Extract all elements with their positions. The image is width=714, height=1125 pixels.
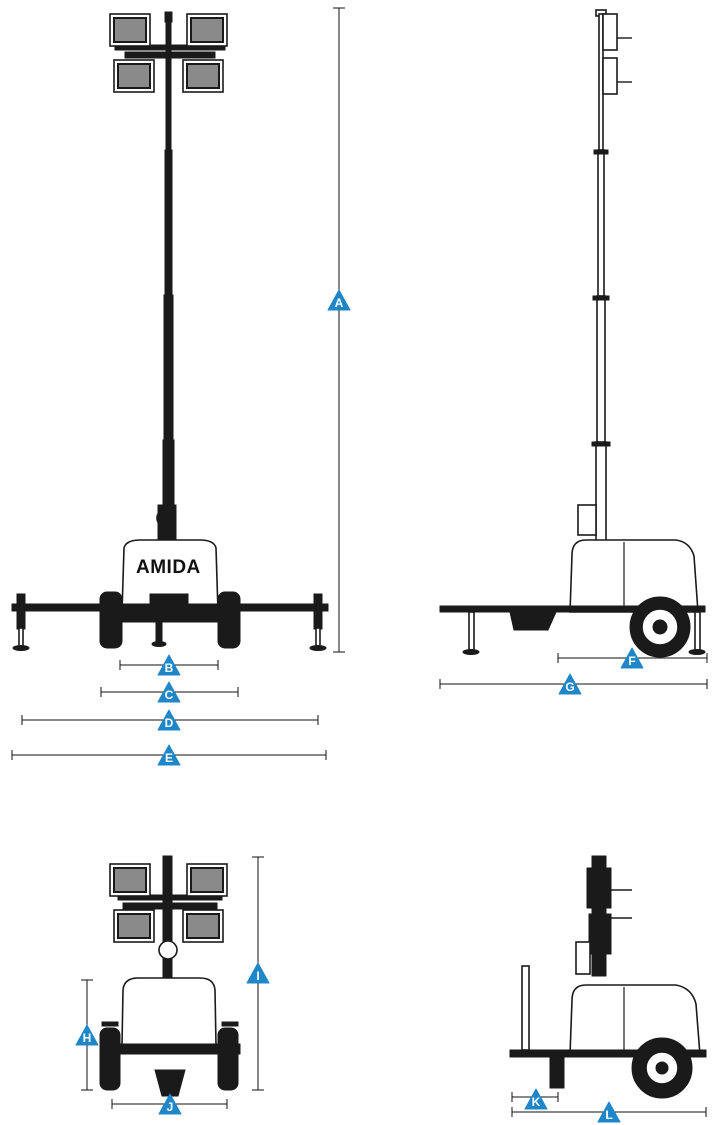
dimension-marker-f: F [620, 647, 644, 669]
brand-label: AMIDA [136, 557, 201, 578]
svg-text:F: F [628, 654, 635, 668]
dimension-marker-c: C [157, 681, 181, 703]
dimension-marker-a: A [327, 289, 351, 311]
svg-text:C: C [165, 688, 174, 702]
svg-text:G: G [565, 680, 574, 694]
svg-text:A: A [335, 296, 344, 310]
dimension-marker-b: B [157, 654, 181, 676]
dimension-marker-j: J [158, 1093, 182, 1115]
svg-text:B: B [165, 661, 174, 675]
lamp-top-left [109, 13, 151, 47]
svg-text:H: H [83, 1031, 92, 1045]
front-raised-view: AMIDA [11, 11, 329, 651]
dimension-marker-d: D [157, 709, 181, 731]
side-raised-view [439, 9, 706, 658]
dimension-marker-i: I [246, 962, 270, 984]
lamp-top-right [186, 13, 228, 47]
side-stowed-view [509, 855, 707, 1099]
lamp-top-right [186, 863, 228, 897]
svg-text:E: E [165, 751, 173, 765]
lamp-top-left [109, 863, 151, 897]
svg-text:L: L [605, 1108, 612, 1122]
dimension-marker-e: E [157, 744, 181, 766]
dimension-marker-l: L [597, 1101, 621, 1123]
lamp-bottom-left [113, 59, 155, 93]
lamp-bottom-right [182, 909, 224, 943]
dimension-markers: A B C D E F G H [75, 289, 644, 1123]
svg-text:D: D [165, 716, 174, 730]
lamp-bottom-left [113, 909, 155, 943]
dimension-marker-h: H [75, 1024, 99, 1046]
dimension-marker-g: G [558, 673, 582, 695]
svg-text:K: K [532, 1095, 541, 1109]
svg-text:I: I [256, 969, 259, 983]
front-stowed-view [99, 855, 241, 1097]
svg-text:J: J [167, 1100, 174, 1114]
lamp-bottom-right [182, 59, 224, 93]
dimension-marker-k: K [524, 1088, 548, 1110]
